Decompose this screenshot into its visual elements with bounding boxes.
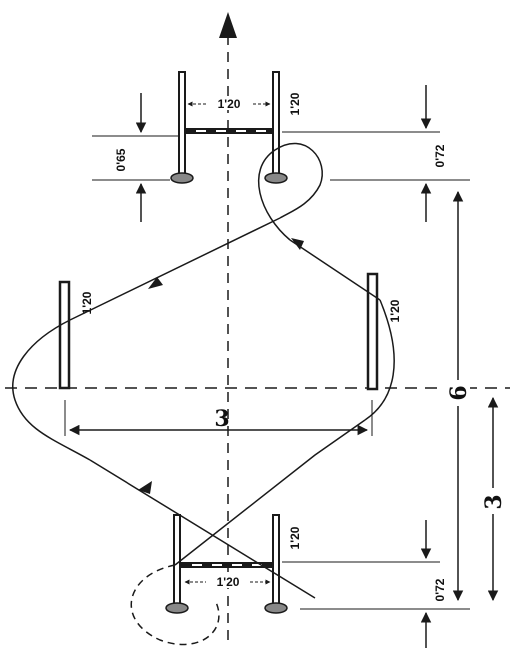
bottom-gate <box>165 514 288 614</box>
path-arrow-icon <box>291 238 304 250</box>
riding-path <box>12 142 395 646</box>
right-panel-label: 1'20 <box>388 299 402 322</box>
path-arrow-icon <box>138 481 152 494</box>
total-length-label: 6 <box>446 385 472 400</box>
direction-arrow-icon <box>219 12 237 38</box>
left-panel-label: 1'20 <box>80 291 94 314</box>
bottom-pole-spacing-label: 1'20 <box>217 575 240 589</box>
left-panel <box>58 280 71 390</box>
top-pole-spacing-label: 1'20 <box>218 97 241 111</box>
bottom-right-height-label: 1'20 <box>288 526 302 549</box>
center-axis <box>219 12 237 640</box>
top-right-height-label: 1'20 <box>288 92 302 115</box>
half-length-label: 3 <box>481 494 507 509</box>
path-arrow-icon <box>148 277 163 289</box>
top-left-gap-label: 0'65 <box>114 148 128 171</box>
bottom-right-gap-label: 0'72 <box>433 578 447 601</box>
center-width-label: 3 <box>214 406 229 432</box>
top-right-gap-label: 0'72 <box>433 144 447 167</box>
right-panel <box>366 272 379 391</box>
top-gate <box>170 71 288 184</box>
